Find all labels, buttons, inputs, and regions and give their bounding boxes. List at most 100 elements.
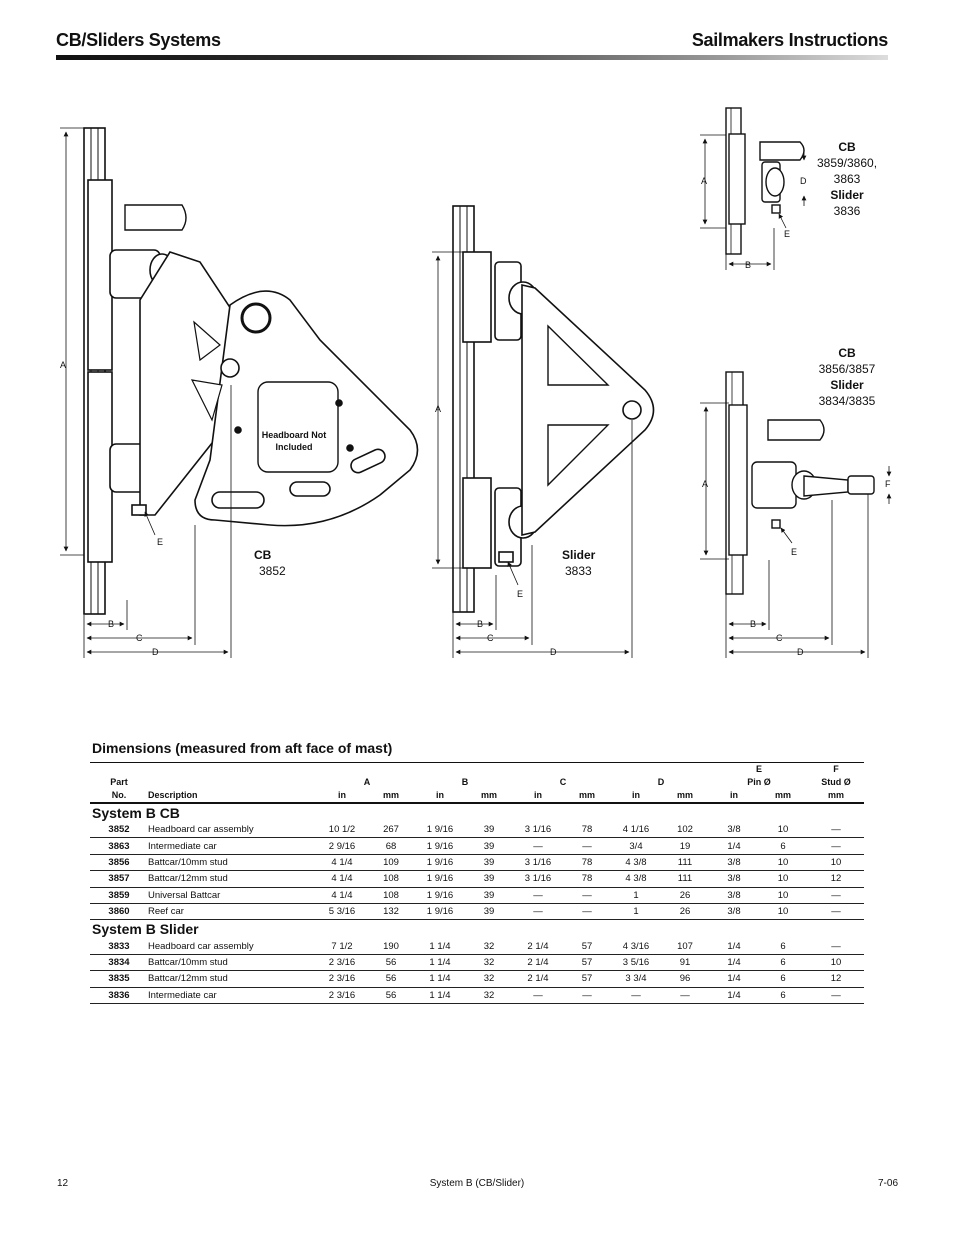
value-cell-b-in: 1 9/16 [416, 822, 464, 839]
dim-a-3833: A [435, 404, 441, 414]
value-cell-b-mm: 32 [464, 987, 514, 1004]
dim-d-3856: D [797, 647, 804, 657]
value-cell-c-mm: 57 [562, 938, 612, 955]
dim-a-3859: A [701, 176, 707, 186]
description-cell: Battcar/10mm stud [148, 954, 318, 972]
value-cell-d-mm: 96 [660, 970, 710, 988]
cb-3859-line5: 3836 [834, 204, 861, 218]
unit-in: in [612, 789, 660, 804]
section-title: System B Slider [92, 920, 199, 937]
part-number-cell: 3856 [90, 854, 148, 872]
value-cell-b-mm: 32 [464, 938, 514, 955]
col-part-header: Part [110, 777, 128, 787]
value-cell-a-in: 2 3/16 [318, 987, 366, 1004]
unit-mm: mm [808, 789, 864, 804]
value-cell-e-mm: 6 [758, 837, 808, 855]
value-cell-e-in: 1/4 [710, 954, 758, 972]
value-cell-b-in: 1 9/16 [416, 854, 464, 872]
value-cell-e-in: 3/8 [710, 903, 758, 921]
cb-3859-line3: 3863 [834, 172, 861, 186]
value-cell-c-mm: — [562, 837, 612, 855]
value-cell-d-in: 3 5/16 [612, 954, 660, 972]
car-body-lower [87, 371, 113, 563]
slider-3833-label: Slider [562, 548, 596, 562]
value-cell-c-mm: — [562, 903, 612, 921]
value-cell-d-in: 1 [612, 903, 660, 921]
dim-e-3859: E [784, 229, 790, 239]
headboard-note-1: Headboard Not [262, 430, 327, 440]
value-cell-b-in: 1 1/4 [416, 954, 464, 972]
value-cell-f-mm: — [808, 987, 864, 1004]
value-cell-b-in: 1 1/4 [416, 987, 464, 1004]
value-cell-a-in: 2 3/16 [318, 954, 366, 972]
value-cell-a-mm: 109 [366, 854, 416, 872]
value-cell-e-mm: 6 [758, 938, 808, 955]
dim-e-3856: E [791, 547, 797, 557]
unit-mm: mm [758, 789, 808, 804]
section-title: System B CB [92, 804, 180, 821]
cb-3852-label: CB [254, 548, 272, 562]
value-cell-d-mm: 26 [660, 903, 710, 921]
value-cell-f-mm: — [808, 837, 864, 855]
dim-a-3856: A [702, 479, 708, 489]
value-cell-d-mm: 26 [660, 887, 710, 904]
value-cell-a-mm: 56 [366, 987, 416, 1004]
unit-mm: mm [464, 789, 514, 804]
cb-3852-number: 3852 [259, 564, 286, 578]
col-d-header: D [657, 777, 665, 787]
dim-e-3833: E [517, 589, 523, 599]
col-f-header: F [808, 762, 864, 776]
value-cell-c-mm: 78 [562, 854, 612, 872]
value-cell-e-in: 1/4 [710, 970, 758, 988]
value-cell-b-mm: 32 [464, 970, 514, 988]
value-cell-b-mm: 39 [464, 870, 514, 888]
value-cell-a-in: 4 1/4 [318, 854, 366, 872]
value-cell-e-mm: 10 [758, 870, 808, 888]
car-body-upper [87, 179, 113, 371]
value-cell-c-in: 2 1/4 [514, 938, 562, 955]
part-number-cell: 3834 [90, 954, 148, 972]
slider-3833-number: 3833 [565, 564, 592, 578]
value-cell-f-mm: 10 [808, 954, 864, 972]
headboard-note-2: Included [275, 442, 312, 452]
value-cell-e-in: 1/4 [710, 987, 758, 1004]
value-cell-f-mm: 10 [808, 854, 864, 872]
technical-drawing: CB 3852 Headboard Not Included A B C D E [60, 107, 892, 658]
description-cell: Intermediate car [148, 837, 318, 855]
dim-f-3856: F [885, 479, 891, 489]
dim-c-3852: C [136, 633, 143, 643]
unit-in: in [710, 789, 758, 804]
value-cell-a-mm: 68 [366, 837, 416, 855]
value-cell-d-mm: 107 [660, 938, 710, 955]
value-cell-c-in: 2 1/4 [514, 970, 562, 988]
value-cell-e-mm: 6 [758, 987, 808, 1004]
value-cell-b-mm: 39 [464, 837, 514, 855]
cb-3852-drawing [83, 127, 419, 615]
value-cell-e-mm: 10 [758, 854, 808, 872]
value-cell-e-mm: 10 [758, 822, 808, 839]
value-cell-e-mm: 10 [758, 903, 808, 921]
value-cell-d-in: — [612, 987, 660, 1004]
value-cell-c-in: 3 1/16 [514, 854, 562, 872]
value-cell-b-in: 1 1/4 [416, 970, 464, 988]
value-cell-a-in: 2 9/16 [318, 837, 366, 855]
dim-d-3859: D [800, 176, 807, 186]
value-cell-f-mm: 12 [808, 970, 864, 988]
value-cell-f-mm: — [808, 887, 864, 904]
cb-3859-drawing [725, 107, 805, 255]
value-cell-a-mm: 56 [366, 954, 416, 972]
value-cell-d-in: 4 1/16 [612, 822, 660, 839]
dim-c-3833: C [487, 633, 494, 643]
value-cell-a-in: 5 3/16 [318, 903, 366, 921]
value-cell-c-in: 2 1/4 [514, 954, 562, 972]
value-cell-c-mm: 57 [562, 954, 612, 972]
value-cell-b-mm: 32 [464, 954, 514, 972]
dim-b-3833: B [477, 619, 483, 629]
value-cell-e-mm: 6 [758, 970, 808, 988]
